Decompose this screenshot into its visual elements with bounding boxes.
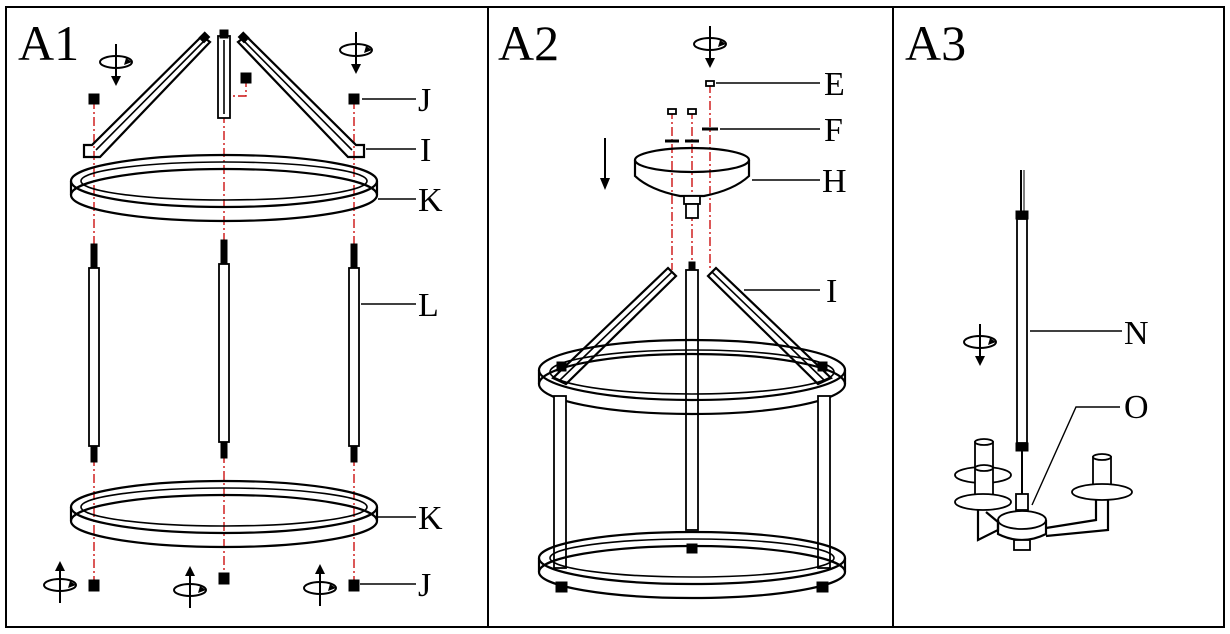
foot <box>816 581 829 593</box>
arm-i-center <box>217 29 231 119</box>
nut-j <box>348 579 360 592</box>
axis-line <box>226 78 247 97</box>
outer-border <box>5 6 1225 628</box>
panel-a2: A2 <box>498 15 847 600</box>
rotate-arrow-down-icon <box>339 31 373 75</box>
label-n: N <box>1124 315 1149 352</box>
nut-j <box>348 93 360 105</box>
nut <box>686 543 698 554</box>
label-o: O <box>1124 389 1149 426</box>
label-j-bottom: J <box>418 567 431 604</box>
label-j-top: J <box>418 82 431 119</box>
nut-j <box>218 572 230 585</box>
candle-cup-left <box>954 438 1012 542</box>
rod-l-right <box>348 243 360 463</box>
ring-k-top <box>69 153 379 223</box>
side-rod <box>553 395 567 569</box>
nut-j <box>88 93 100 105</box>
label-h: H <box>822 163 847 200</box>
nut <box>817 361 828 372</box>
arm-i-left <box>551 266 678 386</box>
panel-a1-title: A1 <box>18 15 79 71</box>
label-k-top: K <box>418 182 443 219</box>
leader-line <box>1031 406 1120 506</box>
part-e <box>687 108 697 115</box>
panel-a1: A1 <box>18 15 443 609</box>
label-k-bottom: K <box>418 500 443 537</box>
label-i: I <box>420 132 431 169</box>
arm-i-left <box>82 31 212 159</box>
rotate-arrow-up-icon <box>303 563 337 607</box>
rotate-arrow-down-icon <box>963 323 997 367</box>
part-e <box>705 80 715 87</box>
panel-a3: A3 <box>905 15 1149 551</box>
nut <box>688 261 696 271</box>
ring-k-bottom <box>69 479 379 549</box>
rod-l-center <box>218 239 230 459</box>
ring-bottom <box>537 530 847 600</box>
panel-a3-title: A3 <box>905 15 966 71</box>
panel-a2-title: A2 <box>498 15 559 71</box>
nut <box>556 361 567 372</box>
rod-l-left <box>88 243 100 463</box>
candle-cup-right <box>1045 453 1133 538</box>
label-e: E <box>824 66 845 103</box>
label-i: I <box>826 273 837 310</box>
arm-i-right <box>706 266 833 386</box>
rotate-arrow-up-icon <box>43 560 77 604</box>
arm-i-right <box>236 31 366 159</box>
label-f: F <box>824 112 843 149</box>
rotate-arrow-down-icon <box>99 43 133 87</box>
down-arrow-icon <box>600 138 610 190</box>
canopy-h <box>633 146 751 219</box>
rod-n <box>1015 210 1029 494</box>
side-rod <box>817 395 831 569</box>
rotate-arrow-down-icon <box>693 25 727 69</box>
nut-j <box>88 579 100 592</box>
part-e <box>667 108 677 115</box>
label-l: L <box>418 287 439 324</box>
rotate-arrow-up-icon <box>173 565 207 609</box>
ring-top <box>537 338 847 416</box>
foot <box>555 581 568 593</box>
nut-j <box>240 72 252 84</box>
body-o <box>996 493 1048 551</box>
